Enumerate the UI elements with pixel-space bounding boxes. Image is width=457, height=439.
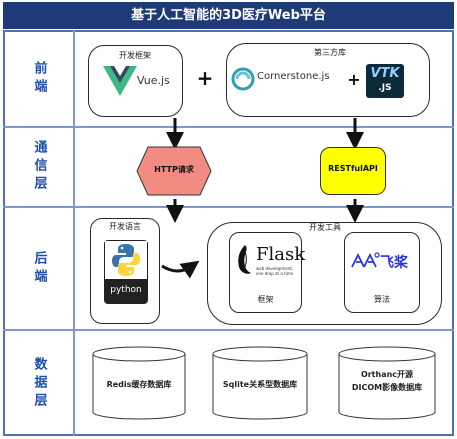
paddle-caption: 算法: [374, 295, 390, 304]
sqlite-cylinder-icon: [212, 346, 308, 420]
orthanc-line-1: Orthanc开源: [360, 370, 414, 379]
vue-logo-icon: [103, 66, 137, 96]
orthanc-db-label: Orthanc开源 DICOM影像数据库: [338, 368, 436, 404]
layer-label-backend: 后端: [31, 250, 47, 287]
python-text: python: [110, 285, 142, 295]
orthanc-cylinder-icon: [338, 346, 436, 420]
paddle-text: 飞桨: [380, 255, 408, 271]
tools-label: 开发工具: [309, 223, 341, 232]
layer-label-database: 数据层: [31, 356, 47, 411]
flask-panel: [229, 232, 302, 313]
http-request-label: HTTP请求: [154, 165, 194, 174]
flask-tagline: web development, one drop at a time: [256, 266, 294, 276]
python-logo-icon: [112, 244, 140, 276]
sqlite-db-label: Sqlite关系型数据库: [222, 380, 298, 389]
restful-api-shape: [320, 147, 386, 195]
flask-horn-icon: [238, 245, 251, 274]
paddle-panel: [344, 232, 420, 313]
plus-sign-1: +: [196, 66, 214, 90]
flask-caption: 框架: [257, 295, 274, 304]
language-label: 开发语言: [109, 222, 141, 231]
cornerstone-logo-icon: [231, 67, 255, 91]
row-divider-3: [3, 329, 454, 331]
orthanc-line-2: DICOM影像数据库: [351, 383, 423, 392]
redis-cylinder-icon: [92, 346, 186, 420]
vtk-logo-icon: VTK .JS: [366, 64, 404, 98]
paddle-logo-icon: [351, 252, 380, 268]
redis-db-label: Redis缓存数据库: [106, 380, 172, 389]
row-divider-1: [3, 126, 454, 128]
layer-label-communication: 通信层: [31, 140, 47, 194]
framework-panel: [88, 45, 183, 117]
plus-sign-2: +: [347, 70, 361, 89]
framework-label: 开发框架: [119, 51, 151, 60]
restful-api-label: RESTfulAPI: [328, 164, 378, 173]
label-column-divider: [73, 30, 75, 436]
http-request-shape: [136, 146, 212, 196]
row-divider-2: [3, 206, 454, 208]
vue-text: Vue.js: [137, 74, 170, 87]
thirdparty-label: 第三方库: [314, 48, 346, 57]
flask-text: Flask: [256, 244, 306, 265]
layer-label-frontend: 前端: [31, 61, 47, 97]
cornerstone-text: Cornerstone.js: [257, 71, 330, 82]
page-title: 基于人工智能的3D医疗Web平台: [3, 2, 454, 29]
